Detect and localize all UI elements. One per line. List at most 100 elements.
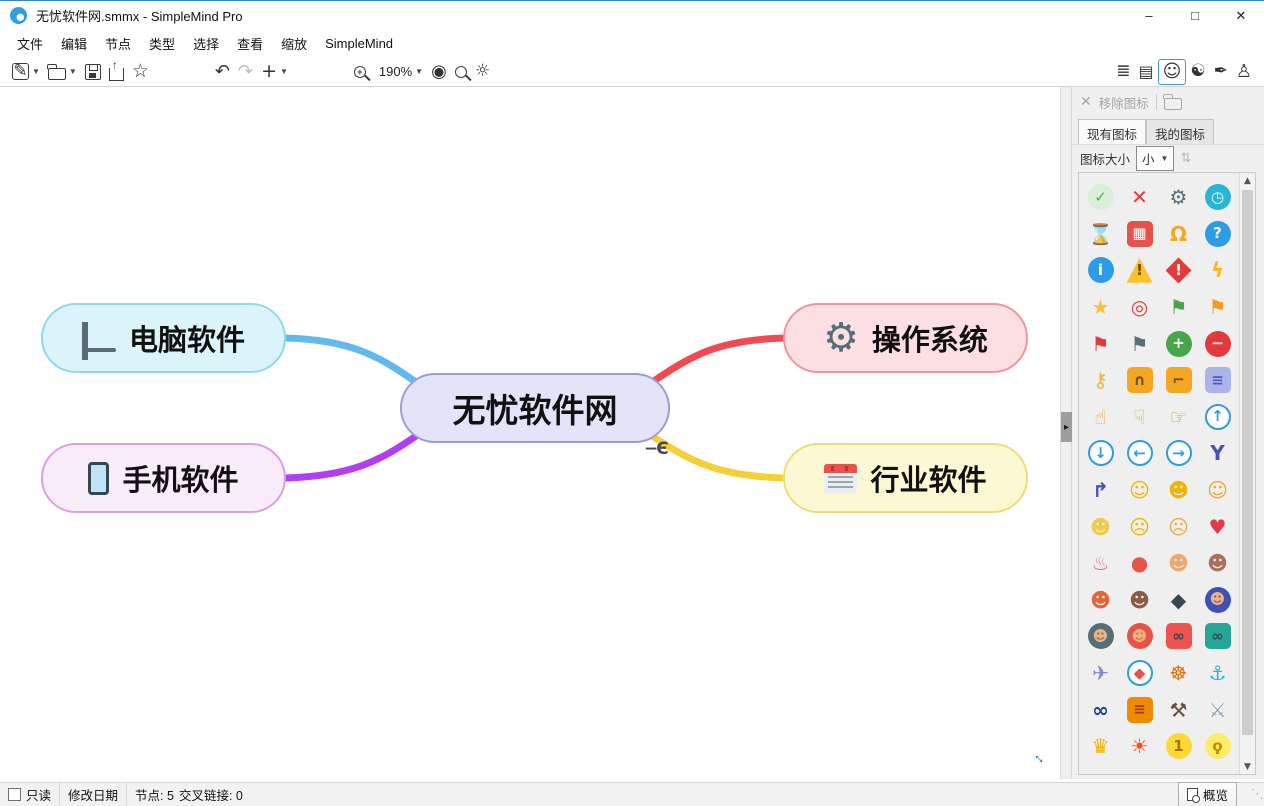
icon-error[interactable]: !: [1159, 252, 1198, 289]
icon-airplane[interactable]: ✈: [1081, 655, 1120, 692]
node-industry-software[interactable]: 行业软件: [783, 443, 1028, 513]
scrollbar-thumb[interactable]: [1242, 190, 1253, 735]
zoom-in-button[interactable]: +: [350, 59, 370, 85]
menu-edit[interactable]: 编辑: [61, 37, 88, 52]
icon-laugh[interactable]: ☻: [1159, 472, 1198, 509]
icon-arrow-up[interactable]: ↑: [1198, 399, 1237, 436]
sort-icon[interactable]: ⇅: [1180, 150, 1192, 166]
icon-woman-dark[interactable]: ☻: [1120, 582, 1159, 619]
icon-binoculars[interactable]: ∞: [1081, 691, 1120, 728]
idea-button[interactable]: ☼: [471, 59, 494, 85]
icon-split[interactable]: Y: [1198, 435, 1237, 472]
icon-compass[interactable]: ◆: [1120, 655, 1159, 692]
presentation-button[interactable]: ♙: [1232, 59, 1256, 85]
scroll-up-icon[interactable]: ▲: [1244, 175, 1251, 186]
minimize-button[interactable]: –: [1145, 8, 1153, 23]
icon-size-dropdown[interactable]: 小 ▼: [1136, 145, 1175, 171]
icon-lock[interactable]: ∩: [1120, 362, 1159, 399]
crosslink-handle-icon[interactable]: −Є: [644, 439, 669, 459]
emoji-panel-button[interactable]: ☺: [1157, 58, 1187, 85]
scroll-down-icon[interactable]: ▼: [1244, 761, 1251, 772]
menu-type[interactable]: 类型: [149, 37, 176, 52]
close-button[interactable]: ✕: [1235, 7, 1247, 23]
icon-flag-checkered[interactable]: ⚑: [1120, 325, 1159, 362]
icon-flag-orange[interactable]: ⚑: [1198, 289, 1237, 326]
menu-view[interactable]: 查看: [237, 37, 264, 52]
icon-boy[interactable]: ☻: [1159, 545, 1198, 582]
search-button[interactable]: [451, 59, 471, 85]
icon-cry[interactable]: ☹: [1159, 508, 1198, 545]
menu-simplemind[interactable]: SimpleMind: [325, 36, 394, 51]
share-button[interactable]: [105, 58, 128, 85]
menu-node[interactable]: 节点: [105, 37, 132, 52]
icon-hammer[interactable]: ⚒: [1159, 691, 1198, 728]
icon-thumbs-up[interactable]: ☝: [1081, 399, 1120, 436]
icon-anchor[interactable]: ⚓: [1198, 655, 1237, 692]
icon-target[interactable]: ◎: [1120, 289, 1159, 326]
tab-existing-icons[interactable]: 现有图标: [1078, 119, 1147, 144]
icon-flag-green[interactable]: ⚑: [1159, 289, 1198, 326]
icon-arrow-right[interactable]: →: [1159, 435, 1198, 472]
icon-arrow-down[interactable]: ↓: [1081, 435, 1120, 472]
icon-unlock[interactable]: ⌐: [1159, 362, 1198, 399]
icon-flag-red[interactable]: ⚑: [1081, 325, 1120, 362]
save-button[interactable]: [81, 59, 105, 85]
undo-button[interactable]: ↶: [211, 59, 234, 85]
new-document-button[interactable]: ✎ ▼: [8, 59, 44, 85]
icon-graduation-cap[interactable]: ◆: [1159, 582, 1198, 619]
icon-minus[interactable]: −: [1198, 325, 1237, 362]
icon-question[interactable]: ?: [1198, 216, 1237, 253]
remove-icon-x[interactable]: ✕: [1080, 94, 1092, 110]
icon-medal[interactable]: 1: [1159, 728, 1198, 765]
icon-hourglass[interactable]: ⌛: [1081, 216, 1120, 253]
readonly-checkbox[interactable]: [8, 788, 21, 801]
node-center[interactable]: 无忧软件网: [400, 373, 670, 443]
node-mobile-software[interactable]: 手机软件: [41, 443, 286, 513]
menu-select[interactable]: 选择: [193, 37, 220, 52]
icon-bell[interactable]: Ω: [1159, 216, 1198, 253]
overview-button[interactable]: 概览: [1177, 782, 1237, 806]
node-operating-system[interactable]: ⚙ 操作系统: [783, 303, 1028, 373]
folder-icon[interactable]: [1163, 94, 1182, 110]
outline-button[interactable]: ≣: [1112, 59, 1134, 85]
remove-icon-button[interactable]: 移除图标: [1098, 96, 1149, 111]
icon-cross[interactable]: ✕: [1120, 179, 1159, 216]
icon-brick-wall[interactable]: ≡: [1120, 691, 1159, 728]
note-button[interactable]: ▤: [1134, 59, 1157, 85]
icon-car[interactable]: ∞: [1159, 618, 1198, 655]
icon-neutral[interactable]: ☻: [1081, 508, 1120, 545]
zoom-level-dropdown[interactable]: 190% ▼: [370, 59, 427, 85]
icon-birthday-cake[interactable]: ♨: [1081, 545, 1120, 582]
icon-merge[interactable]: ↱: [1081, 472, 1120, 509]
open-button[interactable]: ▼: [44, 59, 81, 85]
icon-boy-dark[interactable]: ☻: [1198, 545, 1237, 582]
icon-arrow-left[interactable]: ←: [1120, 435, 1159, 472]
resize-grip[interactable]: ⋱: [1251, 787, 1264, 802]
icon-info[interactable]: i: [1081, 252, 1120, 289]
icon-balloon[interactable]: ●: [1120, 545, 1159, 582]
icon-plus[interactable]: +: [1159, 325, 1198, 362]
favorite-button[interactable]: ☆: [128, 59, 153, 85]
icon-trash[interactable]: ≡: [1198, 362, 1237, 399]
mindmap-canvas[interactable]: 电脑软件 手机软件 ⚙ 操作系统 行业软件 无忧软件网 −Є ↔: [0, 87, 1060, 779]
icon-businessman[interactable]: ☻: [1081, 618, 1120, 655]
icon-warning[interactable]: !: [1120, 252, 1159, 289]
panel-splitter[interactable]: ▸: [1060, 87, 1072, 779]
menu-file[interactable]: 文件: [17, 37, 44, 52]
icon-key[interactable]: ⚷: [1081, 362, 1120, 399]
icon-handshake[interactable]: ☞: [1159, 399, 1198, 436]
menu-zoom[interactable]: 缩放: [281, 37, 308, 52]
add-node-button[interactable]: + ▼: [257, 59, 292, 85]
icon-gear[interactable]: ⚙: [1159, 179, 1198, 216]
tab-my-icons[interactable]: 我的图标: [1146, 119, 1215, 144]
icon-helm[interactable]: ☸: [1159, 655, 1198, 692]
icon-heart[interactable]: ♥: [1198, 508, 1237, 545]
icon-sad[interactable]: ☹: [1120, 508, 1159, 545]
style-brush-button[interactable]: ✒: [1210, 59, 1232, 85]
icon-worker-woman[interactable]: ☻: [1120, 618, 1159, 655]
palette-button[interactable]: ☯: [1186, 59, 1209, 85]
icon-lightning[interactable]: ϟ: [1198, 252, 1237, 289]
icon-crown[interactable]: ♛: [1081, 728, 1120, 765]
icon-woman-redhead[interactable]: ☻: [1081, 582, 1120, 619]
icon-check[interactable]: ✓: [1081, 179, 1120, 216]
